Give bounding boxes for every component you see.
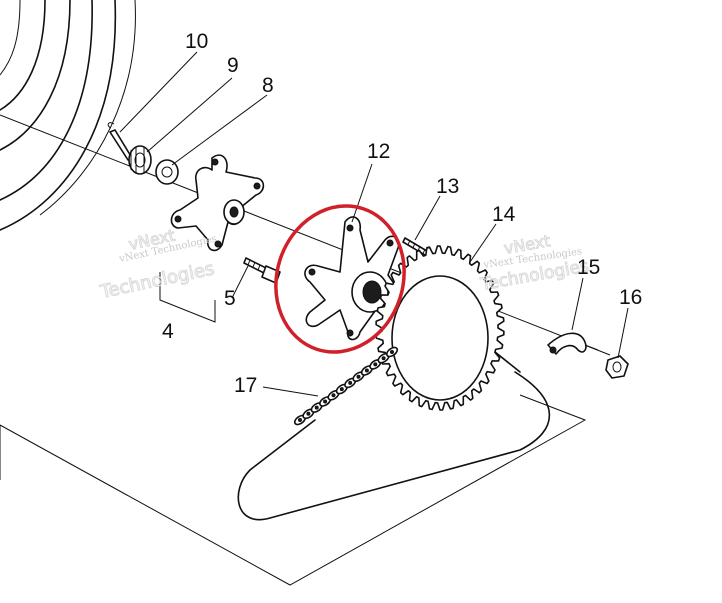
chain-link-pin	[381, 356, 386, 361]
axle-centerline	[0, 114, 611, 356]
castle-nut	[128, 145, 152, 175]
callout-12: 12	[367, 140, 390, 163]
wheel-hub	[170, 154, 265, 252]
callout-17: 17	[234, 374, 257, 397]
chain-link-pin	[348, 380, 353, 385]
chain-link-pin	[339, 387, 344, 392]
callout-4: 4	[162, 320, 174, 343]
rear-wheel	[0, 0, 136, 231]
chain-link-pin	[323, 399, 328, 404]
cotter-pin	[107, 122, 133, 161]
callout-15: 15	[577, 256, 600, 279]
driven-sprocket	[375, 245, 505, 411]
drive-chain-loop	[237, 371, 551, 521]
hex-nut	[605, 355, 629, 379]
chain-link-pin	[390, 350, 394, 354]
callout-labels: 10 9 8 12 13 14 15 16 5 4 17	[162, 30, 642, 397]
callout-16: 16	[619, 286, 642, 309]
washer	[155, 159, 179, 185]
chain-link-pin	[314, 405, 319, 410]
callout-9: 9	[227, 54, 239, 77]
callout-10: 10	[185, 30, 208, 53]
chain-link-pin	[298, 418, 302, 422]
chain-link-pin	[356, 374, 361, 379]
callout-bracket-4	[159, 272, 216, 323]
watermark-text-2: Technologies	[98, 258, 216, 303]
leader-lines	[119, 51, 629, 397]
ground-plane-outline	[0, 394, 587, 586]
callout-8: 8	[262, 74, 274, 97]
sprocket-carrier	[304, 216, 405, 341]
chain-link-pin	[364, 368, 369, 373]
chain-link-pin	[331, 393, 336, 398]
callout-14: 14	[492, 203, 516, 226]
chain-link-pin	[306, 411, 311, 416]
chain-segment	[293, 346, 399, 426]
chain-link-pin	[373, 362, 378, 367]
callout-13: 13	[436, 175, 459, 198]
lock-clip	[547, 332, 599, 355]
callout-5: 5	[224, 287, 236, 310]
highlight-ring	[274, 204, 406, 354]
